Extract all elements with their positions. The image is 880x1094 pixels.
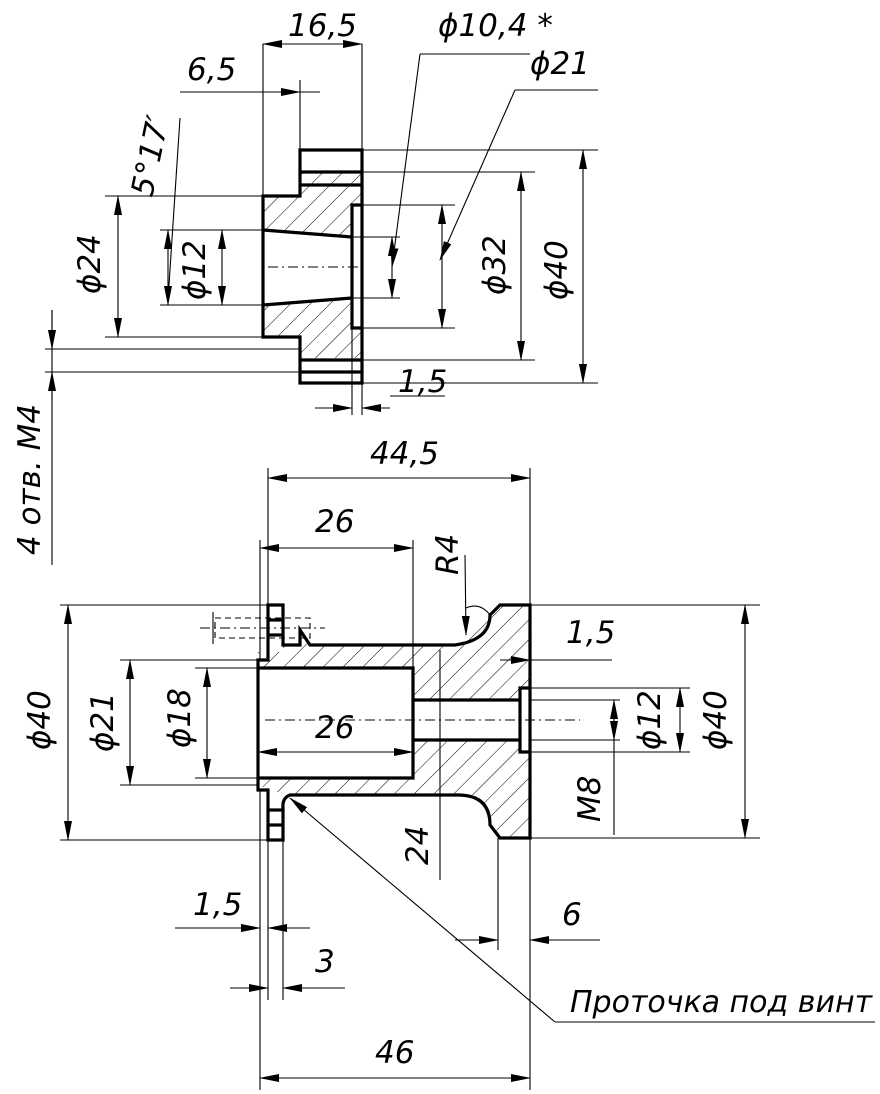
dim-height-24: 24 <box>400 826 436 865</box>
top-section-hatch-lower <box>263 298 362 358</box>
dim-diameter-40-left: ϕ40 <box>22 690 58 750</box>
dim-diameter-18: ϕ18 <box>162 688 198 748</box>
dim-diameter-12-bottom: ϕ12 <box>632 690 668 750</box>
dim-step-1-5-top: 1,5 <box>398 364 447 400</box>
note-4-holes-m4: 4 отв. М4 <box>12 404 48 555</box>
dim-diameter-21-bottom: ϕ21 <box>85 692 121 752</box>
dim-diameter-24: ϕ24 <box>72 234 108 294</box>
dim-bore-depth-26: 26 <box>315 504 354 540</box>
bottom-outline <box>256 603 532 842</box>
dim-diameter-21-top: ϕ21 <box>530 46 590 82</box>
dim-inner-length-26: 26 <box>315 710 354 746</box>
dim-groove-3: 3 <box>315 944 335 980</box>
dim-diameter-40-right: ϕ40 <box>698 690 734 750</box>
dim-radius-r4: R4 <box>430 534 466 575</box>
dim-diameter-40-top: ϕ40 <box>539 240 575 300</box>
top-section-hatch-upper <box>263 172 362 237</box>
dim-taper-angle: 5°17′ <box>125 112 177 199</box>
dim-flange-gap-1-5: 1,5 <box>193 887 242 923</box>
dim-width-16-5: 16,5 <box>288 8 357 44</box>
dim-diameter-32: ϕ32 <box>477 235 513 295</box>
dim-right-width-6: 6 <box>562 897 582 933</box>
dim-overall-46: 46 <box>375 1035 414 1071</box>
bottom-view: 44,5 26 R4 1,5 ϕ40 ϕ21 ϕ18 26 ϕ12 ϕ40 M8… <box>22 436 875 1090</box>
bottom-section-hatch-upper <box>258 605 530 700</box>
note-groove-for-screw: Проточка под винт <box>570 985 874 1020</box>
dim-thread-m8: M8 <box>572 776 608 822</box>
dim-total-length-44-5: 44,5 <box>370 436 439 472</box>
dim-face-step-1-5: 1,5 <box>566 615 615 651</box>
bottom-section-hatch-lower <box>258 740 530 838</box>
dim-diameter-12-top: ϕ12 <box>177 240 213 300</box>
top-view: 16,5 6,5 ϕ10,4 * ϕ21 5°17′ ϕ24 ϕ12 ϕ32 ϕ… <box>12 8 598 565</box>
dim-hole-diameter-10-4: ϕ10,4 * <box>438 8 553 44</box>
dim-flange-6-5: 6,5 <box>187 52 236 88</box>
